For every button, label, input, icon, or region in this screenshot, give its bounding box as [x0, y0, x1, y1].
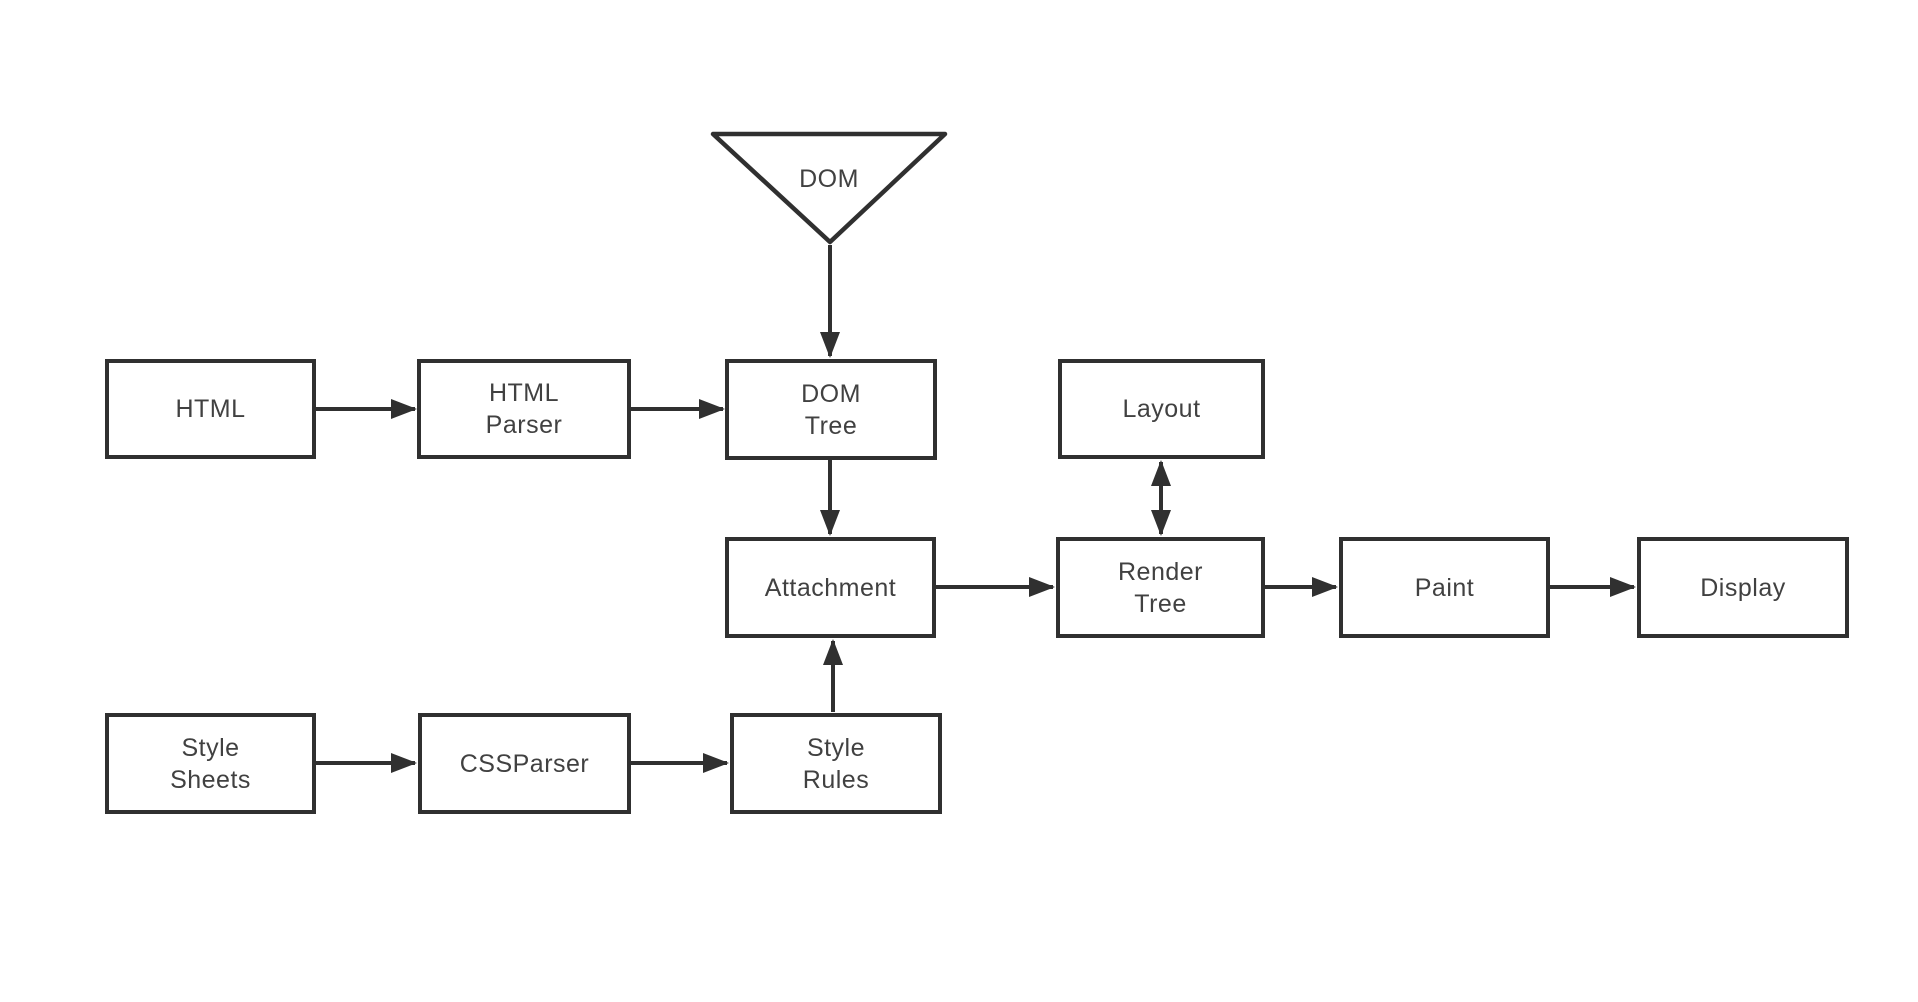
- node-dom-label: DOM: [799, 165, 859, 193]
- node-dom-funnel: DOM: [769, 160, 889, 198]
- node-css-parser: CSSParser: [418, 713, 631, 814]
- node-html-parser: HTML Parser: [417, 359, 631, 459]
- node-css-parser-label: CSSParser: [459, 749, 590, 778]
- node-html-label: HTML: [175, 395, 246, 423]
- node-html-parser-label: HTML Parser: [485, 379, 563, 439]
- node-layout-label: Layout: [1122, 395, 1201, 423]
- node-dom-tree: DOM Tree: [725, 359, 937, 460]
- node-html: HTML: [105, 359, 316, 459]
- node-display-label: Display: [1700, 573, 1786, 602]
- node-dom-tree-label: DOM Tree: [801, 379, 861, 440]
- node-style-sheets-label: Style Sheets: [170, 733, 251, 794]
- node-render-tree-label: Render Tree: [1118, 557, 1203, 618]
- node-paint-label: Paint: [1414, 573, 1475, 602]
- node-attachment-label: Attachment: [764, 573, 897, 602]
- node-style-rules: Style Rules: [730, 713, 942, 814]
- node-render-tree: Render Tree: [1056, 537, 1265, 638]
- node-paint: Paint: [1339, 537, 1550, 638]
- node-attachment: Attachment: [725, 537, 936, 638]
- node-style-sheets: Style Sheets: [105, 713, 316, 814]
- node-display: Display: [1637, 537, 1849, 638]
- dom-triangle-shape: [710, 131, 948, 245]
- node-layout: Layout: [1058, 359, 1265, 459]
- node-style-rules-label: Style Rules: [802, 733, 870, 794]
